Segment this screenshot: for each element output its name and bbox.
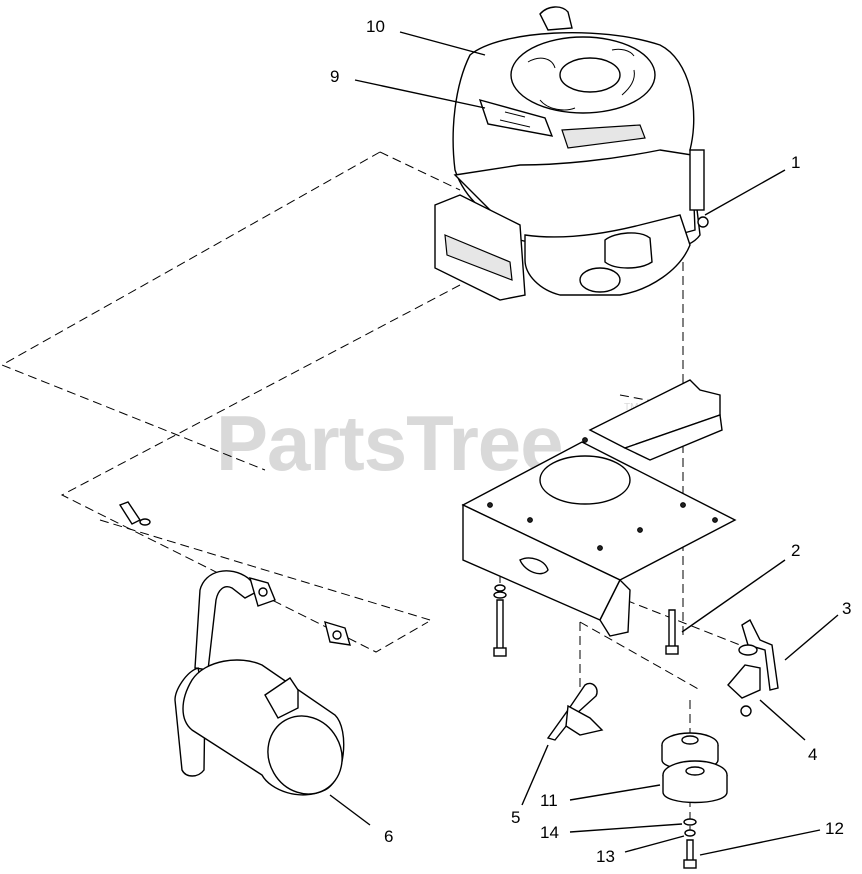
callout-9: 9 xyxy=(330,67,339,86)
plate-hole-5 xyxy=(680,502,686,508)
right-bolt-head xyxy=(665,645,679,655)
pulley-bolt-shank xyxy=(686,839,694,863)
dash-muffler-inner xyxy=(99,519,431,621)
right-bolt-shank xyxy=(668,609,676,649)
muffler-bolt-washer xyxy=(139,518,151,526)
model-plate xyxy=(478,98,554,137)
muffler-assembly xyxy=(118,501,351,796)
engine xyxy=(434,6,709,301)
plate-hole-7 xyxy=(582,437,588,443)
air-filter-label xyxy=(444,234,513,281)
leader-1 xyxy=(704,169,786,216)
leader-12 xyxy=(699,829,821,856)
vent-slots xyxy=(527,48,635,111)
model-plate-text xyxy=(499,111,531,128)
plate-hole-1 xyxy=(487,502,493,508)
leader-14 xyxy=(569,823,683,833)
pulley-washer xyxy=(683,818,697,826)
engine-badge xyxy=(561,124,646,149)
callout-1: 1 xyxy=(791,153,800,172)
callout-12: 12 xyxy=(825,819,844,838)
callout-5: 5 xyxy=(511,808,520,827)
carburetor xyxy=(604,232,653,269)
callout-2: 2 xyxy=(791,541,800,560)
exhaust-pipe xyxy=(194,570,262,671)
muffler-mount-bracket xyxy=(264,677,299,719)
left-bolt-head xyxy=(493,647,507,657)
exhaust-gasket-hole xyxy=(332,630,342,640)
engine-pulley-hub xyxy=(579,267,621,293)
belt-guide xyxy=(738,618,779,691)
callout-4: 4 xyxy=(808,745,817,764)
idler-plate xyxy=(565,704,604,736)
left-bolt-shank xyxy=(496,599,504,651)
pulleys xyxy=(661,732,728,804)
idler-bracket xyxy=(546,682,604,741)
guide-bracket-nut xyxy=(740,705,752,717)
plate-hole-3 xyxy=(597,545,603,551)
leader-3 xyxy=(784,614,839,661)
callout-11: 11 xyxy=(540,791,558,810)
callout-labels: 10 9 1 2 3 4 5 6 11 12 13 14 xyxy=(330,17,851,866)
plate-hole-4 xyxy=(637,527,643,533)
dash-plane-left xyxy=(0,151,381,471)
engine-side-rail xyxy=(689,149,705,211)
upper-pulley-hub xyxy=(681,735,699,745)
callout-10: 10 xyxy=(366,17,385,36)
callout-14: 14 xyxy=(540,823,559,842)
leader-11 xyxy=(569,784,661,801)
callout-3: 3 xyxy=(842,599,851,618)
belt-guide-loop xyxy=(738,644,758,656)
engine-mount-nut xyxy=(697,216,709,228)
plate-flange-hole xyxy=(519,557,549,575)
leader-2 xyxy=(681,559,786,633)
leader-5 xyxy=(521,744,549,806)
leader-10 xyxy=(399,31,486,56)
mounting-plate xyxy=(461,379,737,637)
leader-13 xyxy=(624,835,685,853)
exhaust-flange-hole xyxy=(258,587,268,597)
leader-9 xyxy=(354,79,486,109)
plate-hole-6 xyxy=(712,517,718,523)
watermark-text: PartsTree xyxy=(216,399,563,487)
leader-6 xyxy=(329,794,371,826)
dash-pulley-link xyxy=(579,621,701,691)
plate-center-hole xyxy=(539,455,631,505)
leader-4 xyxy=(759,699,806,741)
partstree-watermark: PartsTree TM xyxy=(216,399,638,487)
lower-pulley-side xyxy=(662,775,728,804)
dash-plane-muffler xyxy=(60,284,461,653)
pulley-fasteners xyxy=(683,818,697,869)
lower-pulley-hub xyxy=(685,766,705,776)
pulley-bolt-head xyxy=(683,859,697,869)
pulley-lockwasher xyxy=(684,829,696,837)
guide-bracket-body xyxy=(727,664,761,699)
plate-side-flange xyxy=(599,578,631,637)
guide-bracket xyxy=(727,664,761,717)
leader-lines xyxy=(329,31,839,856)
dash-engine-top xyxy=(379,151,461,191)
muffler-end-cap xyxy=(267,715,343,795)
left-bolt-nut xyxy=(494,584,506,592)
callout-6: 6 xyxy=(384,827,393,846)
watermark-trademark: TM xyxy=(624,402,638,413)
mount-bolts xyxy=(493,584,679,657)
left-bolt-washer xyxy=(493,591,507,599)
callout-13: 13 xyxy=(596,847,615,866)
muffler-bolt xyxy=(118,501,142,525)
plate-hole-2 xyxy=(527,517,533,523)
deck-bracket-lip xyxy=(623,414,723,461)
engine-cap xyxy=(559,57,621,93)
oil-fill-cap xyxy=(539,6,573,31)
